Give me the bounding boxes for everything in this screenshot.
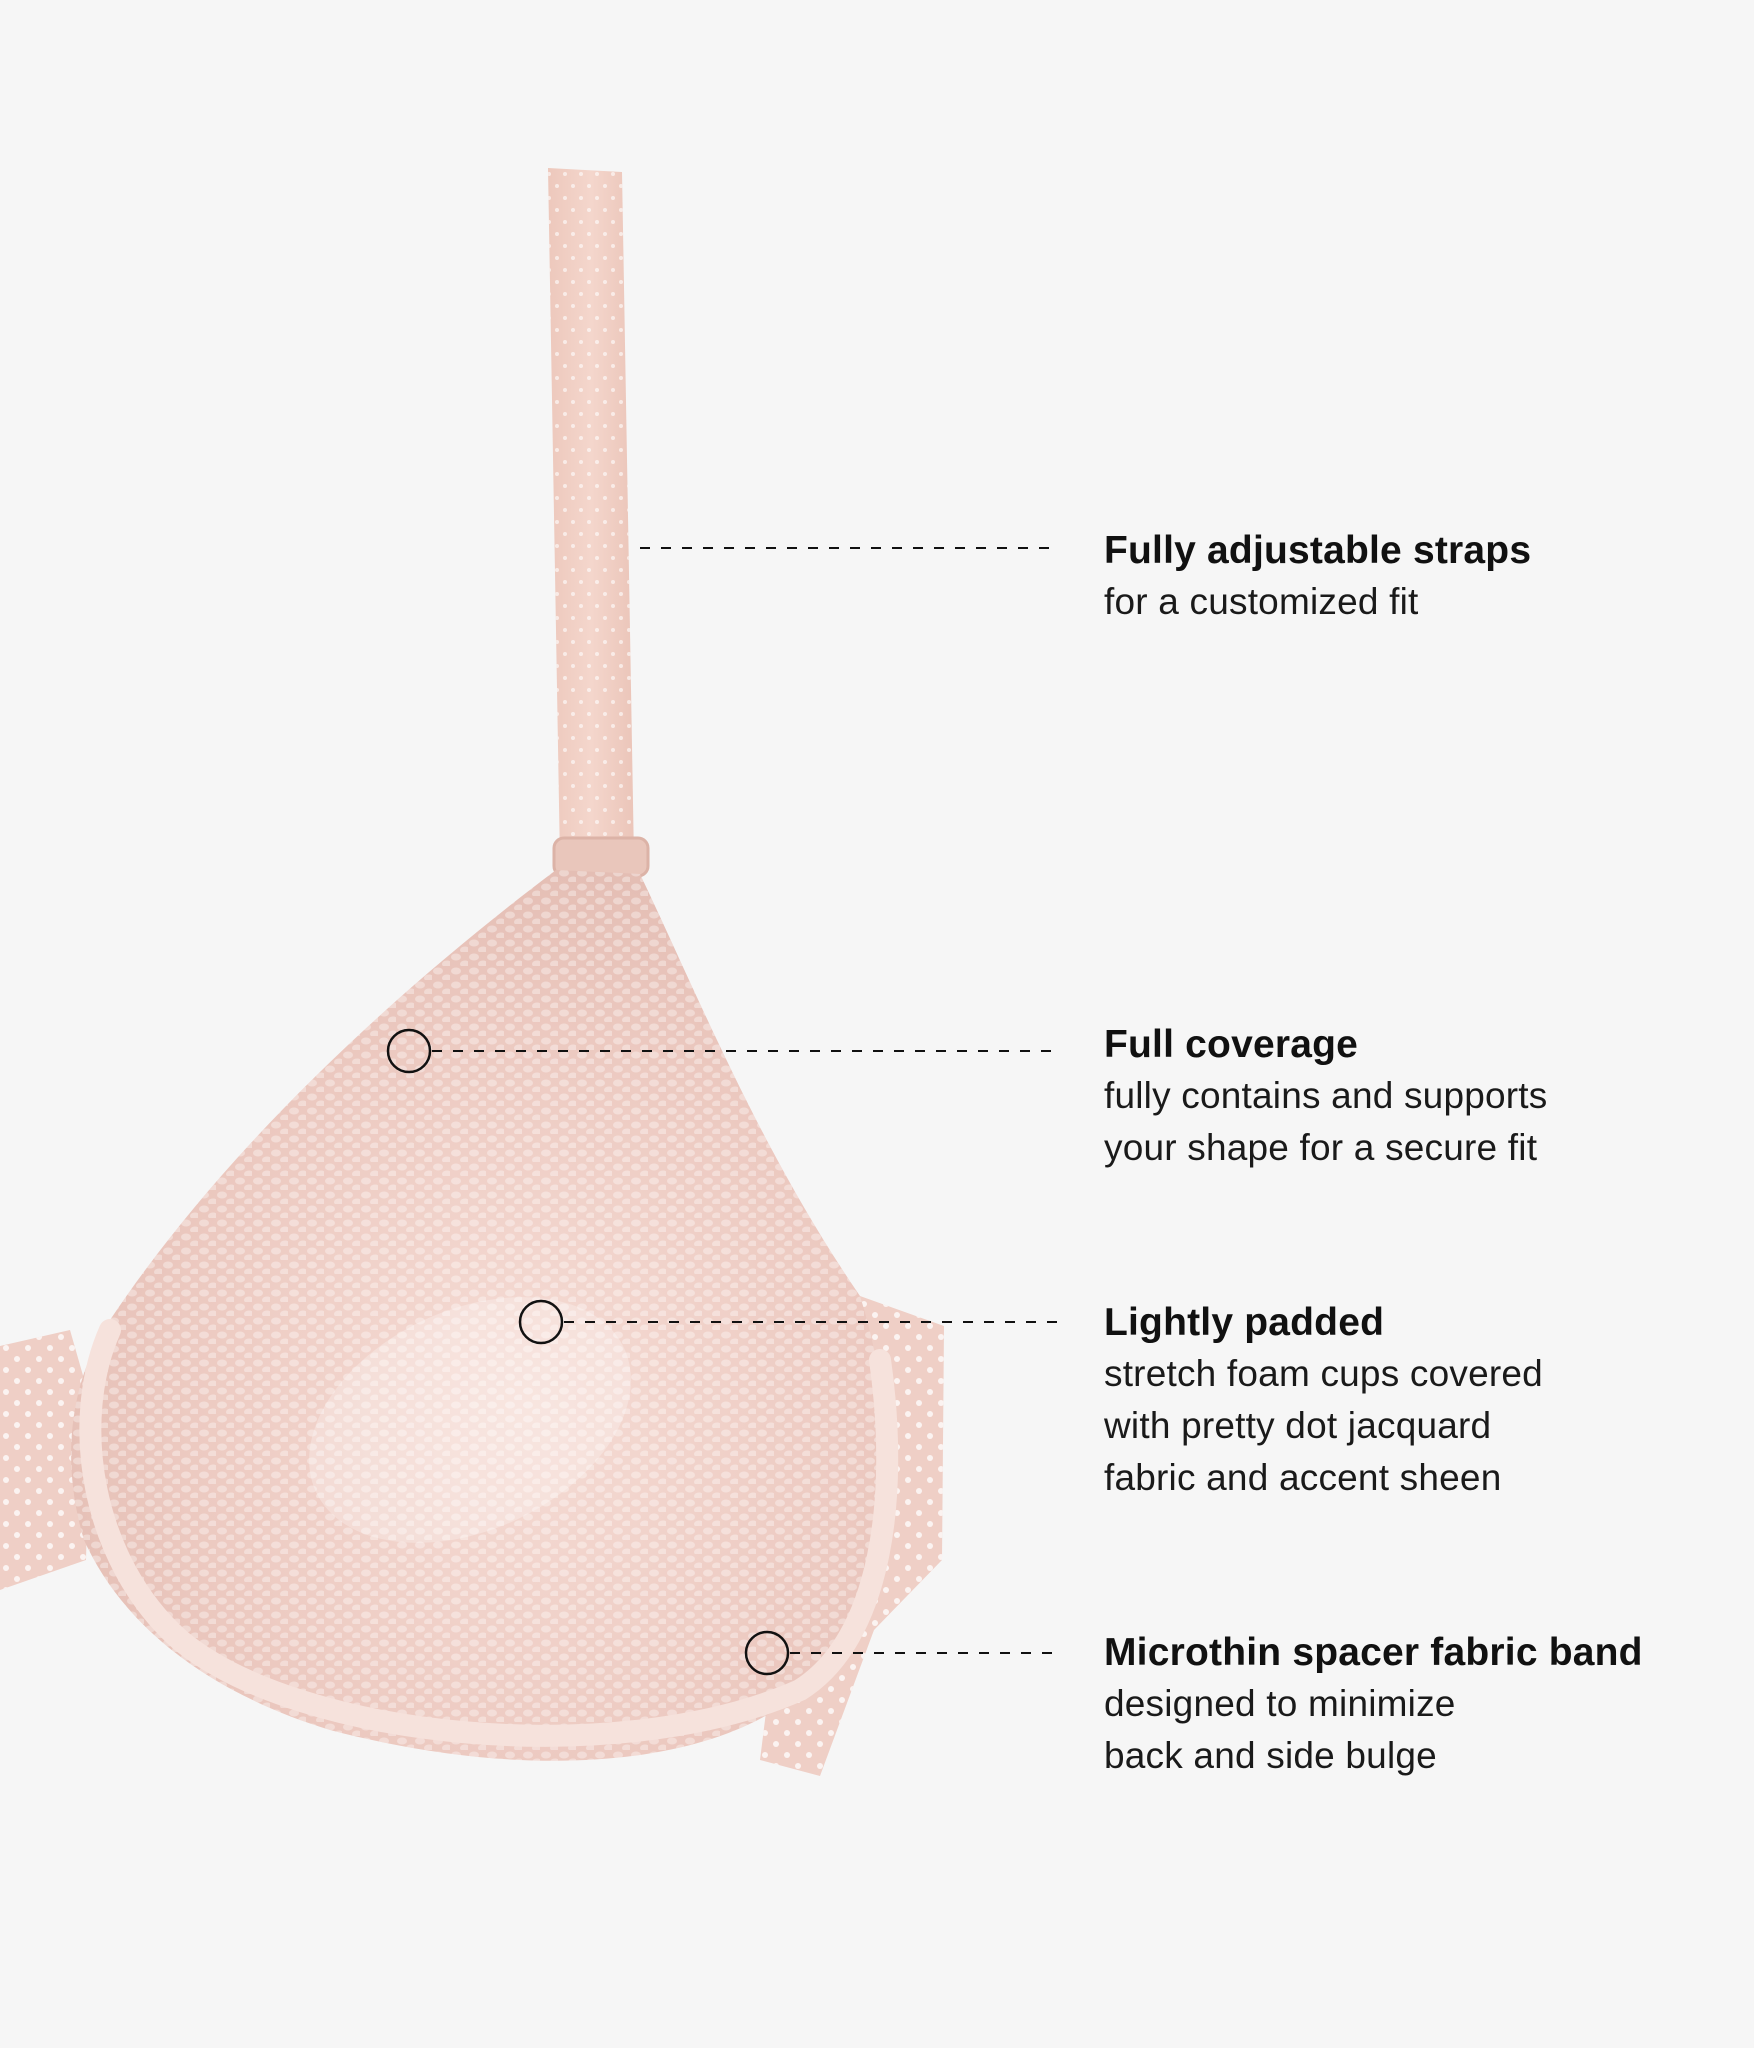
feature-title: Microthin spacer fabric band [1104, 1631, 1643, 1674]
cup [71, 870, 899, 1761]
callout-band [744, 1630, 1058, 1676]
feature-description: stretch foam cups covered with pretty do… [1104, 1353, 1543, 1498]
feature-title: Lightly padded [1104, 1301, 1385, 1344]
strap [548, 168, 650, 878]
circle-marker-icon [744, 1630, 790, 1676]
feature-title: Full coverage [1104, 1023, 1359, 1066]
feature-adjustable-straps: Fully adjustable straps for a customized… [1104, 526, 1724, 628]
circle-marker-icon [386, 1028, 432, 1074]
feature-description: fully contains and supports your shape f… [1104, 1075, 1548, 1168]
callout-coverage [386, 1028, 1058, 1074]
feature-spacer-fabric-band: Microthin spacer fabric band designed to… [1104, 1628, 1724, 1782]
feature-title: Fully adjustable straps [1104, 529, 1532, 572]
feature-description: designed to minimize back and side bulge [1104, 1683, 1456, 1776]
callout-padded [518, 1299, 1058, 1345]
circle-marker-icon [518, 1299, 564, 1345]
feature-description: for a customized fit [1104, 581, 1419, 622]
feature-lightly-padded: Lightly padded stretch foam cups covered… [1104, 1298, 1724, 1504]
feature-full-coverage: Full coverage fully contains and support… [1104, 1020, 1724, 1174]
